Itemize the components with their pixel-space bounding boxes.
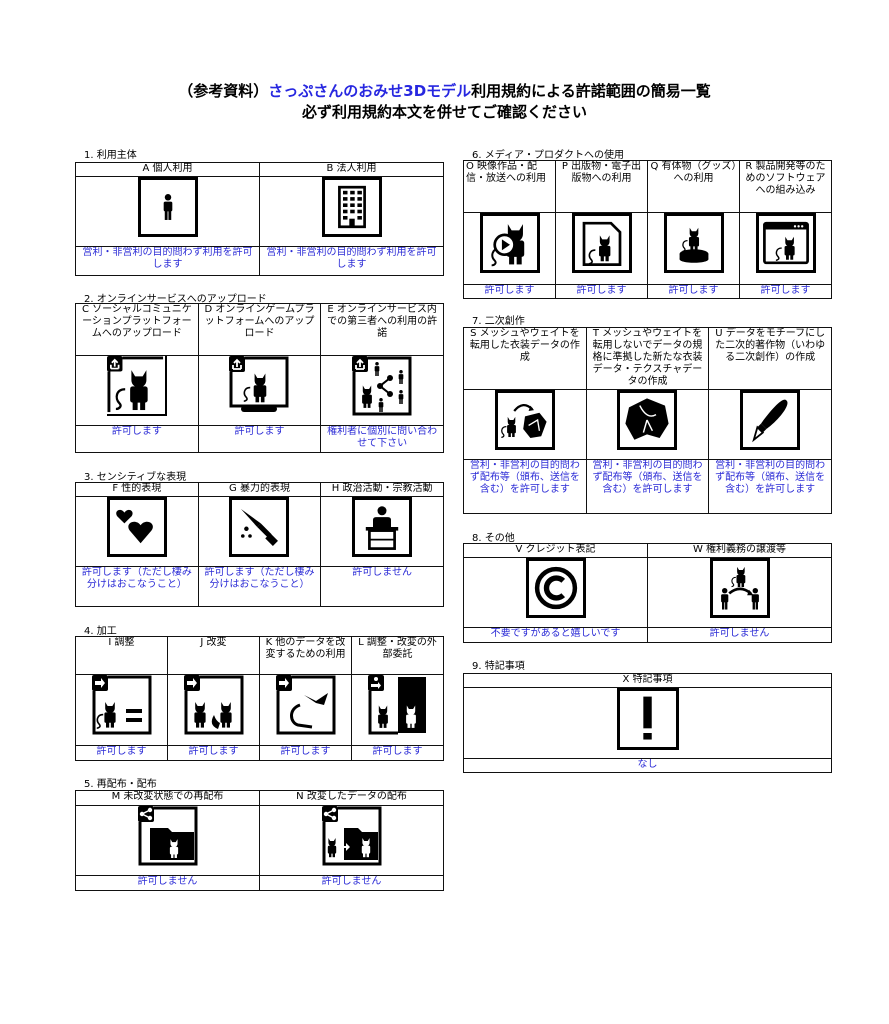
modify-icon (183, 675, 244, 735)
item-d-status: 許可します (197, 425, 322, 453)
item-g-status: 許可します（ただし棲み分けはおこなうこと） (197, 566, 322, 607)
share-modified-folder-icon (321, 806, 382, 866)
item-j-status: 許可します (167, 745, 260, 761)
section-1-label: 1. 利用主体 (84, 150, 137, 161)
section-9-table: X 特記事項 なし (463, 673, 832, 773)
item-c-status: 許可します (75, 425, 199, 453)
item-l-header: L 調整・改変の外部委託 (351, 636, 444, 675)
item-o-status: 許可します (463, 284, 556, 299)
section-3-table: F 性的表現 G 暴力的表現 H 政治活動・宗教活動 許可します（ただし棲み分け… (75, 482, 444, 607)
section-5-label: 5. 再配布・配布 (84, 779, 157, 790)
building-icon (321, 177, 382, 237)
transfer-rights-icon (709, 558, 770, 618)
item-w-status: 許可しません (647, 627, 832, 643)
section-4-label: 4. 加工 (84, 626, 117, 637)
item-q-status: 許可します (647, 284, 740, 299)
exclamation-icon (616, 688, 679, 750)
item-g-header: G 暴力的表現 (197, 482, 322, 497)
item-u-header: U データをモチーフにした二次的著作物（いわゆる二次創作）の作成 (708, 327, 832, 390)
item-i-header: I 調整 (75, 636, 168, 675)
outsource-icon (367, 675, 428, 735)
item-d-header: D オンラインゲームプラットフォームへのアップロード (197, 303, 322, 356)
section-7-label: 7. 二次創作 (472, 316, 525, 327)
item-h-header: H 政治活動・宗教活動 (320, 482, 444, 497)
item-t-header: T メッシュやウェイトを転用しないでデータの規格に準拠した新たな衣装データ・テク… (585, 327, 710, 390)
item-e-status: 権利者に個別に問い合わせて下さい (320, 425, 444, 453)
item-o-header: O 映像作品・配信・放送への利用 (463, 160, 556, 213)
section-8-table: V クレジット表記 W 権利義務の譲渡等 不要ですがあると嬉しいです 許可しませ… (463, 543, 832, 643)
share-folder-icon (137, 806, 198, 866)
pen-nib-icon (740, 390, 801, 450)
section-8-label: 8. その他 (472, 533, 515, 544)
page-subtitle: 必ず利用規約本文を併せてご確認ください (301, 103, 587, 121)
section-2-table: C ソーシャルコミュニケーションプラットフォームへのアップロード D オンライン… (75, 303, 444, 453)
item-l-status: 許可します (351, 745, 444, 761)
section-3-label: 3. センシティブな表現 (84, 472, 187, 483)
item-x-header: X 特記事項 (463, 673, 832, 688)
item-b-status: 営利・非営利の目的問わず利用を許可します (259, 246, 444, 276)
item-n-header: N 改変したデータの配布 (259, 790, 444, 806)
upload-game-icon (229, 356, 290, 416)
item-c-header: C ソーシャルコミュニケーションプラットフォームへのアップロード (75, 303, 199, 356)
upload-share-third-party-icon (352, 356, 413, 416)
parts-reuse-icon (275, 675, 336, 735)
hearts-icon (106, 497, 167, 557)
item-m-status: 許可しません (75, 875, 260, 891)
item-e-header: E オンラインサービス内での第三者への利用の許諾 (320, 303, 444, 356)
section-7-table: S メッシュやウェイトを転用した衣装データの作成 T メッシュやウェイトを転用し… (463, 327, 832, 514)
podium-speaker-icon (352, 497, 413, 557)
avatar-to-clothing-icon (494, 390, 555, 450)
shop-name: さっぷさんのおみせ3Dモデル (268, 82, 472, 100)
software-window-icon (755, 213, 816, 273)
item-k-header: K 他のデータを改変するための利用 (259, 636, 352, 675)
item-t-status: 営利・非営利の目的問わず配布等（頒布、送信を含む）を許可します (585, 459, 710, 514)
section-4-table: I 調整 J 改変 K 他のデータを改変するための利用 L 調整・改変の外部委託… (75, 636, 444, 761)
item-r-header: R 製品開発等のためのソフトウェアへの組み込み (739, 160, 832, 213)
item-r-status: 許可します (739, 284, 832, 299)
upload-avatar-icon (106, 356, 167, 416)
section-6-label: 6. メディア・プロダクトへの使用 (472, 150, 625, 161)
item-a-status: 営利・非営利の目的問わず利用を許可します (75, 246, 260, 276)
copyright-icon (525, 558, 586, 618)
page-title: （参考資料）さっぷさんのおみせ3Dモデル利用規約による許諾範囲の簡易一覧 (0, 80, 889, 101)
item-s-status: 営利・非営利の目的問わず配布等（頒布、送信を含む）を許可します (463, 459, 587, 514)
item-w-header: W 権利義務の譲渡等 (647, 543, 832, 558)
item-b-header: B 法人利用 (259, 162, 444, 177)
item-u-status: 営利・非営利の目的問わず配布等（頒布、送信を含む）を許可します (708, 459, 832, 514)
title-suffix: 利用規約による許諾範囲の簡易一覧 (471, 82, 711, 100)
section-2-label: 2. オンラインサービスへのアップロード (84, 294, 267, 305)
item-v-status: 不要ですがあると嬉しいです (463, 627, 648, 643)
knife-icon (229, 497, 290, 557)
item-n-status: 許可しません (259, 875, 444, 891)
section-1-table: A 個人利用 B 法人利用 営利・非営利の目的問わず利用を許可します 営利・非営… (75, 162, 444, 276)
item-h-status: 許可しません (320, 566, 444, 607)
item-a-header: A 個人利用 (75, 162, 260, 177)
item-q-header: Q 有体物（グッズ）への利用 (647, 160, 740, 213)
title-prefix: （参考資料） (178, 82, 269, 100)
item-i-status: 許可します (75, 745, 168, 761)
figure-goods-icon (663, 213, 724, 273)
person-icon (137, 177, 198, 237)
item-f-header: F 性的表現 (75, 482, 199, 497)
section-6-table: O 映像作品・配信・放送への利用 P 出版物・電子出版物への利用 Q 有体物（グ… (463, 160, 832, 299)
item-p-header: P 出版物・電子出版物への利用 (555, 160, 648, 213)
document-icon (571, 213, 632, 273)
section-9-label: 9. 特記事項 (472, 661, 525, 672)
clothing-icon (617, 390, 678, 450)
section-5-table: M 未改変状態での再配布 N 改変したデータの配布 許可しません 許可しません (75, 790, 444, 891)
adjust-equal-icon (91, 675, 152, 735)
item-j-header: J 改変 (167, 636, 260, 675)
item-x-status: なし (463, 758, 832, 773)
item-k-status: 許可します (259, 745, 352, 761)
item-s-header: S メッシュやウェイトを転用した衣装データの作成 (463, 327, 587, 390)
item-m-header: M 未改変状態での再配布 (75, 790, 260, 806)
video-play-icon (479, 213, 540, 273)
item-f-status: 許可します（ただし棲み分けはおこなうこと） (75, 566, 199, 607)
item-v-header: V クレジット表記 (463, 543, 648, 558)
item-p-status: 許可します (555, 284, 648, 299)
